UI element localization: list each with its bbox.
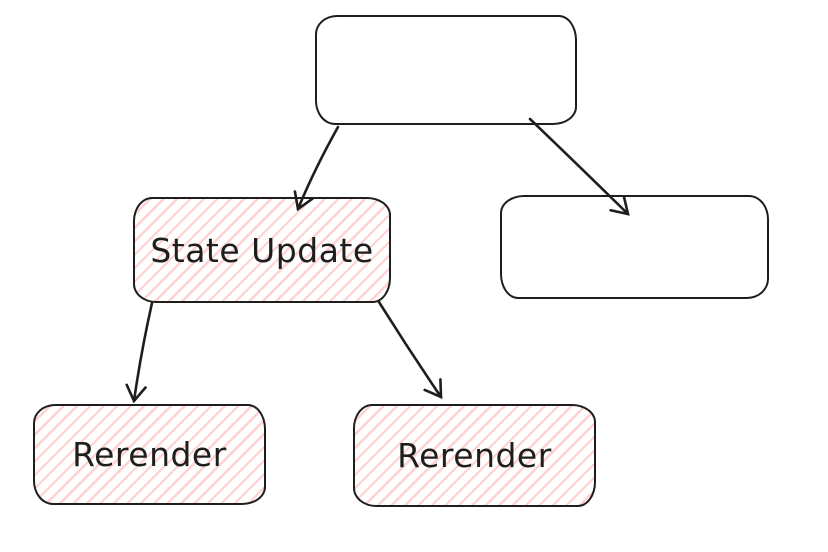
edge-state-update-to-rerender-left[interactable] [125, 301, 154, 404]
node-rerender-left[interactable]: Rerender [33, 404, 266, 505]
node-right-child[interactable] [500, 195, 769, 299]
node-root[interactable] [315, 15, 577, 125]
edge-state-update-to-rerender-right[interactable] [377, 300, 443, 400]
node-rerender-right[interactable]: Rerender [353, 404, 596, 507]
node-rerender-left-label: Rerender [72, 435, 227, 474]
node-rerender-right-label: Rerender [397, 436, 552, 475]
node-state-update[interactable]: State Update [133, 197, 391, 303]
node-state-update-label: State Update [150, 230, 374, 270]
